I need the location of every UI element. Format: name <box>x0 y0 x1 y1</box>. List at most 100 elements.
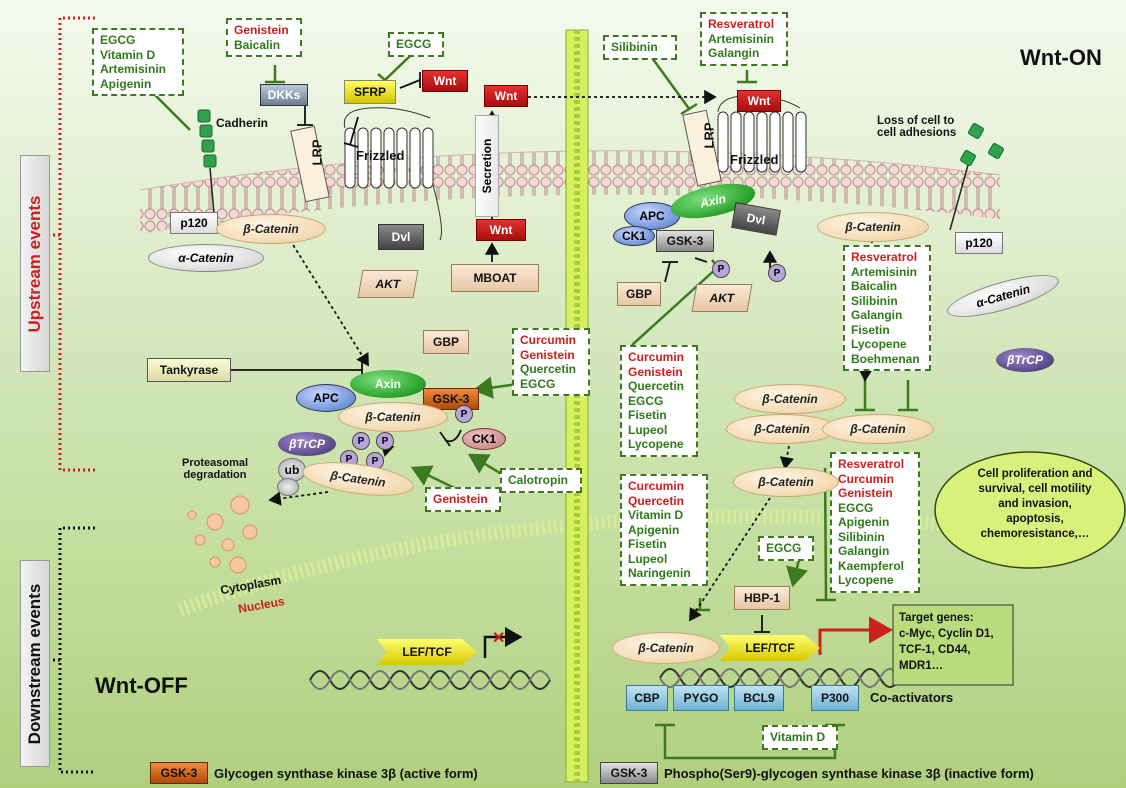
legend-gsk3-inactive-swatch: GSK-3 <box>600 762 658 784</box>
drug-name: Lycopene <box>851 337 907 351</box>
drug-name: Lycopene <box>628 437 684 451</box>
phospho-7: P <box>768 264 786 282</box>
drug-name: Calotropin <box>508 473 568 487</box>
beta-catenin-membrane-left: β-Catenin <box>216 214 326 244</box>
svg-text:✕: ✕ <box>492 630 505 647</box>
drug-name: Quercetin <box>628 379 685 393</box>
lrp-label-left: LRP <box>309 139 325 166</box>
cadherin-right <box>949 123 1004 231</box>
beta-catenin-dimer-left: β-Catenin <box>726 414 838 444</box>
lrp-right <box>682 109 722 187</box>
ubiquitin-chain <box>277 478 299 496</box>
beta-catenin-dimer-top: β-Catenin <box>734 384 846 414</box>
phospho-1: P <box>352 432 370 450</box>
wnt-ligand-left: Wnt <box>422 70 468 92</box>
drug-name: Resveratrol <box>851 250 918 264</box>
drug-name: EGCG <box>628 393 664 408</box>
drug-name: Curcumin <box>520 333 577 347</box>
drug-name: Boehmenan <box>851 351 920 366</box>
drug-name: Baicalin <box>851 279 898 293</box>
drug-name: EGCG <box>766 541 802 555</box>
cbp-box: CBP <box>626 685 668 711</box>
drug-name: EGCG <box>520 376 556 391</box>
drug-name: Apigenin <box>628 522 680 537</box>
drug-name: Fisetin <box>628 537 667 551</box>
drug-name: Lupeol <box>628 422 668 437</box>
p120-left: p120 <box>170 212 218 234</box>
gsk3-active-left: GSK-3 <box>423 388 479 410</box>
akt-left: AKT <box>357 270 419 298</box>
gbp-right: GBP <box>617 282 661 306</box>
lrp-label-right: LRP <box>701 122 717 149</box>
drug-box-6: Calotropin <box>500 468 582 493</box>
akt-right: AKT <box>691 284 753 312</box>
drug-name: Fisetin <box>851 322 890 337</box>
drug-name: Resveratrol <box>708 17 775 31</box>
drug-name: Naringenin <box>628 566 691 580</box>
p120-right: p120 <box>955 232 1003 254</box>
beta-catenin-right-top: β-Catenin <box>817 212 929 242</box>
wnt-off-title: Wnt-OFF <box>95 673 188 698</box>
beta-catenin-nuclear: β-Catenin <box>612 632 720 664</box>
apc-right: APC <box>624 202 680 230</box>
frizzled-right-receptor <box>717 95 807 173</box>
tankyrase-box: Tankyrase <box>147 358 231 382</box>
drug-name: Fisetin <box>628 408 667 422</box>
degradation-fragments <box>187 495 258 574</box>
drug-name: Galangin <box>851 308 903 322</box>
apc-left: APC <box>296 384 356 412</box>
outcome-text: Cell proliferation and survival, cell mo… <box>977 468 1093 540</box>
drug-name: Artemisinin <box>708 31 775 46</box>
drug-name: Vitamin D <box>770 730 826 744</box>
legend-gsk3-active-text: Glycogen synthase kinase 3β (active form… <box>214 766 478 781</box>
wnt-on-title: Wnt-ON <box>1020 45 1102 70</box>
drug-name: Resveratrol <box>838 457 905 471</box>
upstream-label: Upstream events <box>20 155 50 372</box>
drug-name: Lycopene <box>838 573 894 587</box>
drug-name: Genistein <box>628 364 683 379</box>
drug-box-14: Vitamin D <box>762 725 838 750</box>
drug-name: Silibinin <box>611 40 658 54</box>
dna-right <box>659 668 901 688</box>
wnt-ligand-secreted: Wnt <box>484 85 528 107</box>
pygo-box: PYGO <box>673 685 729 711</box>
drug-name: Genistein <box>433 492 488 506</box>
lef-tcf-right: LEF/TCF <box>720 635 820 661</box>
axin-left: Axin <box>350 370 426 398</box>
beta-catenin-cytoplasm-right: β-Catenin <box>733 467 839 497</box>
drug-name: Baicalin <box>234 37 281 52</box>
secretion-bar: Secretion <box>475 115 499 217</box>
blocked-transcription-arrow <box>483 627 523 658</box>
btrcp-left: βTrCP <box>278 432 336 456</box>
p300-box: P300 <box>811 685 859 711</box>
drug-name: Curcumin <box>628 350 685 364</box>
legend-gsk3-inactive-text: Phospho(Ser9)-glycogen synthase kinase 3… <box>664 766 1034 781</box>
phospho-5: P <box>455 405 473 423</box>
cadherin-label-left: Cadherin <box>216 116 269 130</box>
drug-name: EGCG <box>100 33 136 47</box>
drug-box-5: Genistein <box>425 487 501 512</box>
phospho-2: P <box>376 432 394 450</box>
gbp-left: GBP <box>423 330 469 354</box>
drug-name: Curcumin <box>628 479 685 493</box>
drug-name: Genistein <box>838 486 893 500</box>
drug-box-7: Silibinin <box>603 35 677 60</box>
drug-name: Kaempferol <box>838 558 905 573</box>
drug-name: Lupeol <box>628 551 668 566</box>
drug-name: Vitamin D <box>628 508 684 522</box>
ck1-left: CK1 <box>462 428 506 450</box>
drug-name: Curcumin <box>838 471 895 486</box>
beta-catenin-complex-left: β-Catenin <box>338 402 448 432</box>
target-genes-box <box>892 604 1014 686</box>
drug-name: Apigenin <box>838 515 890 529</box>
hbp1-box: HBP-1 <box>734 586 790 610</box>
dvl-left: Dvl <box>378 224 424 250</box>
wnt-ligand-secretion: Wnt <box>476 219 526 241</box>
